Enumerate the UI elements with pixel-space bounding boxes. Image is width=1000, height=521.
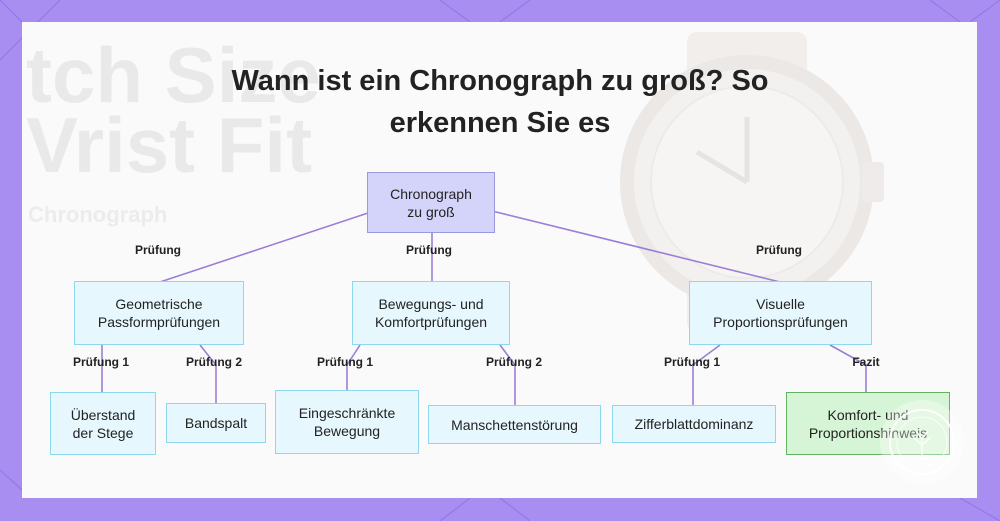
edge-label-geo-1: Prüfung 1 bbox=[73, 355, 129, 369]
node-geometric: Geometrische Passformprüfungen bbox=[74, 281, 244, 345]
node-movement-label: Bewegungs- und Komfortprüfungen bbox=[374, 296, 488, 330]
node-visual-label: Visuelle Proportionsprüfungen bbox=[713, 296, 848, 330]
edge-label-mov-1: Prüfung 1 bbox=[317, 355, 373, 369]
background-heading-line1: tch Size bbox=[26, 31, 321, 119]
node-dial: Zifferblattdominanz bbox=[612, 405, 776, 443]
tree-logo-icon bbox=[880, 400, 964, 484]
node-restricted: Eingeschränkte Bewegung bbox=[275, 390, 419, 454]
edge-label-mov-2: Prüfung 2 bbox=[486, 355, 542, 369]
background-heading-line2: Vrist Fit bbox=[26, 101, 313, 189]
edge-label-root-movement: Prüfung bbox=[406, 243, 452, 257]
node-lugs: Überstand der Stege bbox=[50, 392, 156, 455]
node-strap-gap: Bandspalt bbox=[166, 403, 266, 443]
node-strap-gap-label: Bandspalt bbox=[184, 415, 248, 431]
node-root-label: Chronograph zu groß bbox=[390, 185, 472, 220]
edge-label-root-geometric: Prüfung bbox=[135, 243, 181, 257]
edge-label-vis-1: Prüfung 1 bbox=[664, 355, 720, 369]
node-root: Chronograph zu groß bbox=[367, 172, 495, 233]
node-restricted-label: Eingeschränkte Bewegung bbox=[298, 405, 396, 439]
edge-label-vis-fazit: Fazit bbox=[852, 355, 880, 369]
node-cuff: Manschettenstörung bbox=[428, 405, 601, 444]
node-geometric-label: Geometrische Passformprüfungen bbox=[97, 296, 221, 330]
background-caption: Chronograph bbox=[28, 202, 168, 227]
diagram-title: Wann ist ein Chronograph zu groß? So erk… bbox=[231, 65, 769, 139]
node-movement: Bewegungs- und Komfortprüfungen bbox=[352, 281, 510, 345]
node-dial-label: Zifferblattdominanz bbox=[634, 416, 754, 432]
node-visual: Visuelle Proportionsprüfungen bbox=[689, 281, 872, 345]
edge-label-root-visual: Prüfung bbox=[756, 243, 802, 257]
edge-label-geo-2: Prüfung 2 bbox=[186, 355, 242, 369]
node-lugs-label: Überstand der Stege bbox=[70, 406, 136, 441]
node-cuff-label: Manschettenstörung bbox=[451, 416, 578, 433]
